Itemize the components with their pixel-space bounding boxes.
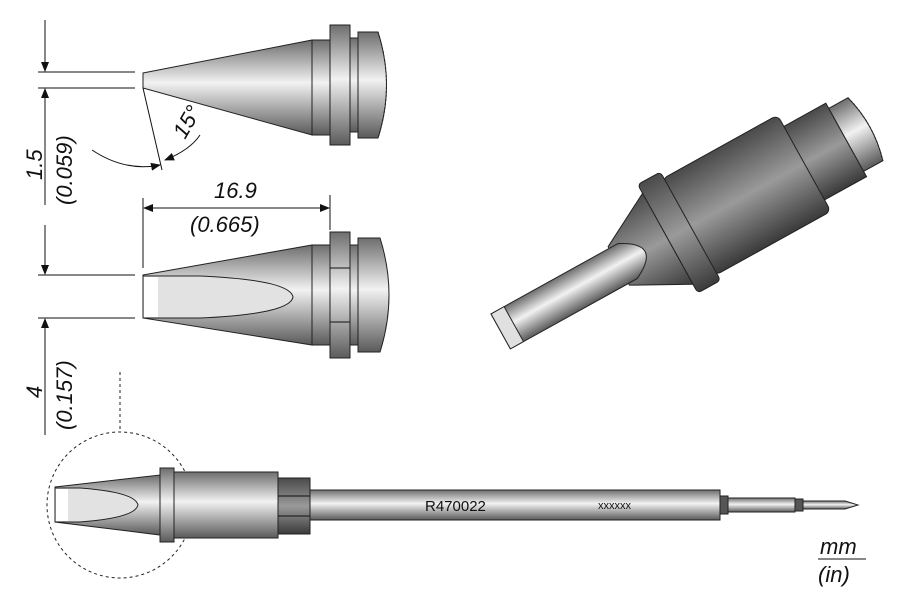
middle-tip-profile xyxy=(142,231,390,359)
width-in-label: (0.157) xyxy=(52,360,77,430)
unit-in: (in) xyxy=(818,562,850,587)
thickness-in-label: (0.059) xyxy=(52,135,77,205)
thickness-mm-label: 1.5 xyxy=(22,149,47,180)
top-tip-profile xyxy=(142,24,387,146)
unit-mm: mm xyxy=(820,534,857,559)
width-dimension: 4 (0.157) xyxy=(22,225,135,435)
tip-3d-view xyxy=(490,97,884,350)
part-number: R470022 xyxy=(425,498,486,515)
full-tip-view: R470022 xxxxxx xyxy=(54,467,860,543)
units-legend: mm (in) xyxy=(818,534,866,587)
thickness-dimension: 1.5 (0.059) xyxy=(22,20,135,205)
angle-label: 15° xyxy=(168,101,206,142)
length-in-label: (0.665) xyxy=(190,212,260,237)
product-code: xxxxxx xyxy=(598,500,632,512)
length-mm-label: 16.9 xyxy=(214,178,257,203)
width-mm-label: 4 xyxy=(22,386,47,398)
length-dimension: 16.9 (0.665) xyxy=(142,178,331,268)
